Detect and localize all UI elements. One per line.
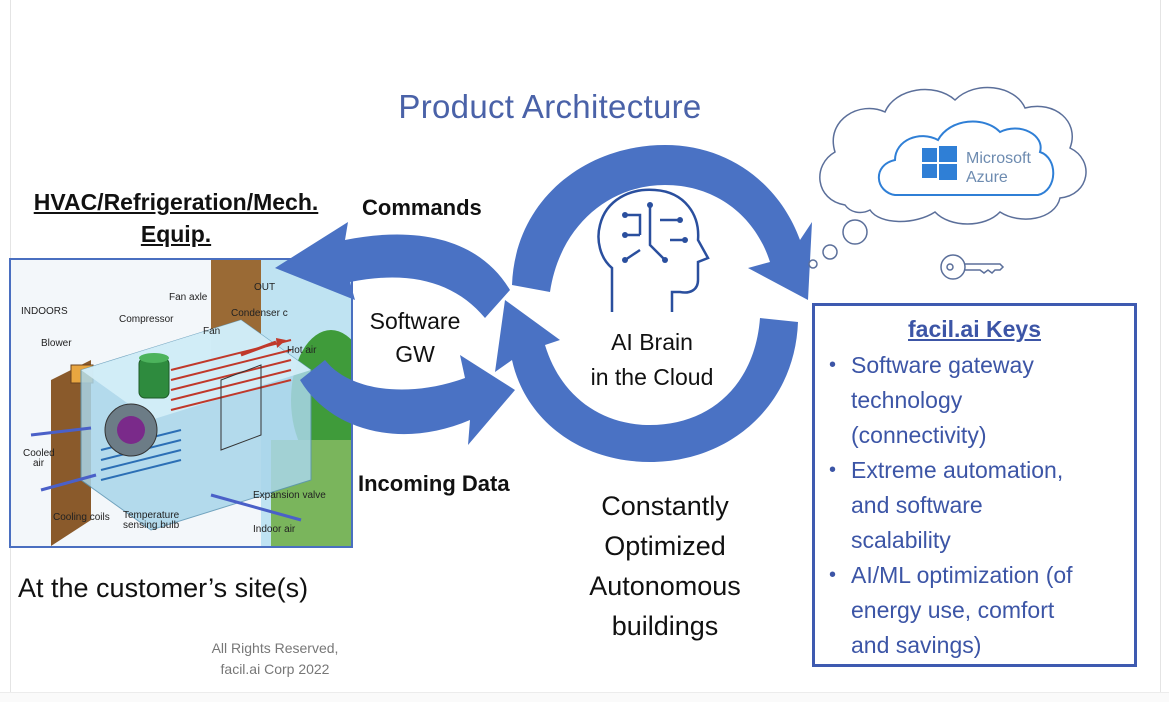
keys-item: • Extreme automation, and software scala… <box>823 453 1129 558</box>
label-blower: Blower <box>41 338 72 349</box>
hvac-heading-line1: HVAC/Refrigeration/Mech. <box>33 189 319 215</box>
keys-item-text: Software gateway <box>851 352 1034 378</box>
label-outdoors: OUT <box>254 282 275 293</box>
keys-item-text: technology <box>851 387 963 413</box>
keys-item-text: energy use, comfort <box>851 597 1055 623</box>
keys-item-text: Extreme automation, <box>851 457 1064 483</box>
thought-bubble-large <box>842 219 868 245</box>
keys-item-text: (connectivity) <box>851 422 987 448</box>
keys-title: facil.ai Keys <box>908 316 1041 342</box>
label-hot-air: Hot air <box>287 345 317 356</box>
keys-item-text: scalability <box>851 527 951 553</box>
label-cooling-coils: Cooling coils <box>53 512 110 523</box>
label-fan-axle: Fan axle <box>169 292 208 303</box>
incoming-data-label: Incoming Data <box>358 471 510 496</box>
condenser-coils <box>170 339 292 411</box>
compressor-top <box>139 353 169 363</box>
outcome-line4: buildings <box>611 611 719 641</box>
indoor-air-arrow <box>210 493 302 522</box>
commands-arrow <box>275 222 510 318</box>
ai-brain-nodes <box>622 202 688 263</box>
copyright-line2: facil.ai Corp 2022 <box>220 661 330 677</box>
right-border <box>1160 0 1161 701</box>
label-temp-bulb-1: Temperature <box>123 510 180 521</box>
brain-line2: in the Cloud <box>590 364 714 390</box>
windows-logo-icon <box>922 146 957 180</box>
label-cooled-air-2: air <box>33 458 45 469</box>
label-indoors: INDOORS <box>21 306 68 317</box>
bullet-icon: • <box>829 564 837 586</box>
cooled-air-arrow-1 <box>30 426 92 437</box>
thought-bubble-medium <box>822 244 838 260</box>
azure-brand-line1: Microsoft <box>966 150 1031 167</box>
label-condenser: Condenser c <box>231 308 288 319</box>
bullet-icon: • <box>829 459 837 481</box>
ai-brain-label: AI Brain in the Cloud <box>562 325 742 395</box>
site-caption: At the customer’s site(s) <box>18 573 309 603</box>
incoming-arrow <box>300 355 515 445</box>
hvac-heading: HVAC/Refrigeration/Mech. Equip. <box>6 186 346 250</box>
cloud-upload-arrow <box>512 145 812 300</box>
hvac-illustration: INDOORS OUT Fan axle Compressor Condense… <box>9 258 353 548</box>
hot-air-arrow <box>240 340 277 357</box>
keys-item-text: and savings) <box>851 632 982 658</box>
keys-item-text: and software <box>851 492 983 518</box>
page-title: Product Architecture <box>398 88 702 125</box>
brain-line1: AI Brain <box>611 329 693 355</box>
outcome-line1: Constantly <box>601 491 729 521</box>
key-icon <box>940 254 1005 280</box>
condenser-fan <box>220 364 262 451</box>
commands-label: Commands <box>362 195 482 220</box>
hot-air-arrowhead <box>276 338 286 348</box>
outcome-label: Constantly Optimized Autonomous building… <box>555 486 775 646</box>
keys-list: • Software gateway technology (connectiv… <box>823 348 1129 663</box>
blower-motor <box>117 416 145 444</box>
ai-brain-icon <box>597 188 710 312</box>
keys-item: • AI/ML optimization (of energy use, com… <box>823 558 1129 663</box>
cloud-download-arrow <box>495 300 798 462</box>
azure-brand-line2: Azure <box>966 169 1008 186</box>
hvac-diagram: INDOORS OUT Fan axle Compressor Condense… <box>11 260 351 546</box>
label-expansion-valve: Expansion valve <box>253 490 326 501</box>
keys-item: • Software gateway technology (connectiv… <box>823 348 1129 453</box>
cooled-air-arrow-2 <box>40 473 97 492</box>
copyright-line1: All Rights Reserved, <box>211 640 339 656</box>
keys-item-text: AI/ML optimization (of <box>851 562 1073 588</box>
gateway-line2: GW <box>395 341 435 367</box>
thought-bubble-small <box>808 259 818 269</box>
label-cooled-air-1: Cooled <box>23 448 55 459</box>
gateway-line1: Software <box>369 308 461 334</box>
bottom-border <box>0 692 1169 702</box>
hvac-heading-line2: Equip. <box>140 221 212 247</box>
label-fan: Fan <box>203 326 220 337</box>
outcome-line2: Optimized <box>604 531 726 561</box>
outcome-line3: Autonomous <box>589 571 741 601</box>
label-temp-bulb-2: sensing bulb <box>123 520 180 531</box>
bullet-icon: • <box>829 354 837 376</box>
label-compressor: Compressor <box>119 314 174 325</box>
keys-panel: facil.ai Keys • Software gateway technol… <box>812 303 1137 667</box>
unit-top <box>81 320 311 420</box>
software-gateway-label: Software GW <box>350 305 480 371</box>
copyright-notice: All Rights Reserved, facil.ai Corp 2022 <box>180 638 370 680</box>
label-indoor-air: Indoor air <box>253 524 296 535</box>
